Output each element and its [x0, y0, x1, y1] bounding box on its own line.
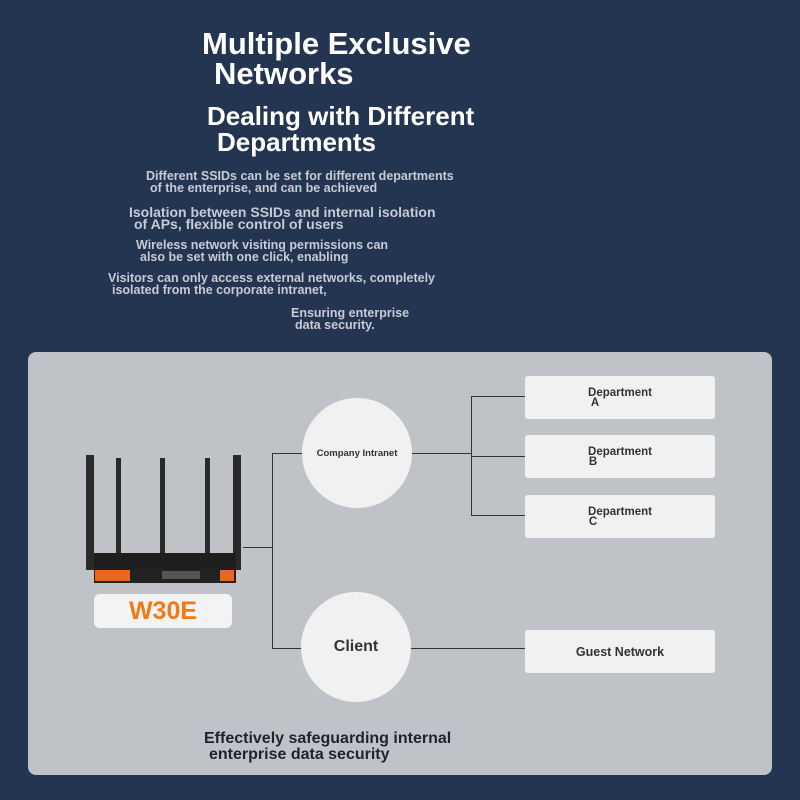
connector: [471, 515, 525, 516]
client-node: Client: [301, 592, 411, 702]
paragraph-1: Different SSIDs can be set for different…: [146, 169, 454, 195]
connector: [243, 547, 272, 548]
connector: [411, 648, 525, 649]
company-intranet-node: Company Intranet: [302, 398, 412, 508]
paragraph-3: Wireless network visiting permissions ca…: [136, 238, 389, 264]
connector: [272, 453, 302, 454]
paragraph-4: Visitors can only access external networ…: [108, 271, 436, 297]
connector: [272, 648, 302, 649]
subtitle: Dealing with Different Departments: [207, 101, 475, 157]
title: Multiple Exclusive Networks: [202, 26, 471, 91]
connector: [412, 453, 471, 454]
paragraph-2: Isolation between SSIDs and internal iso…: [129, 204, 436, 232]
footer-text: Effectively safeguarding internal enterp…: [204, 730, 452, 763]
connector: [272, 453, 273, 648]
model-label: W30E: [94, 594, 232, 628]
router-image: [86, 455, 241, 583]
connector: [471, 396, 525, 397]
connector: [471, 456, 525, 457]
guest-network-box: Guest Network: [525, 630, 715, 673]
